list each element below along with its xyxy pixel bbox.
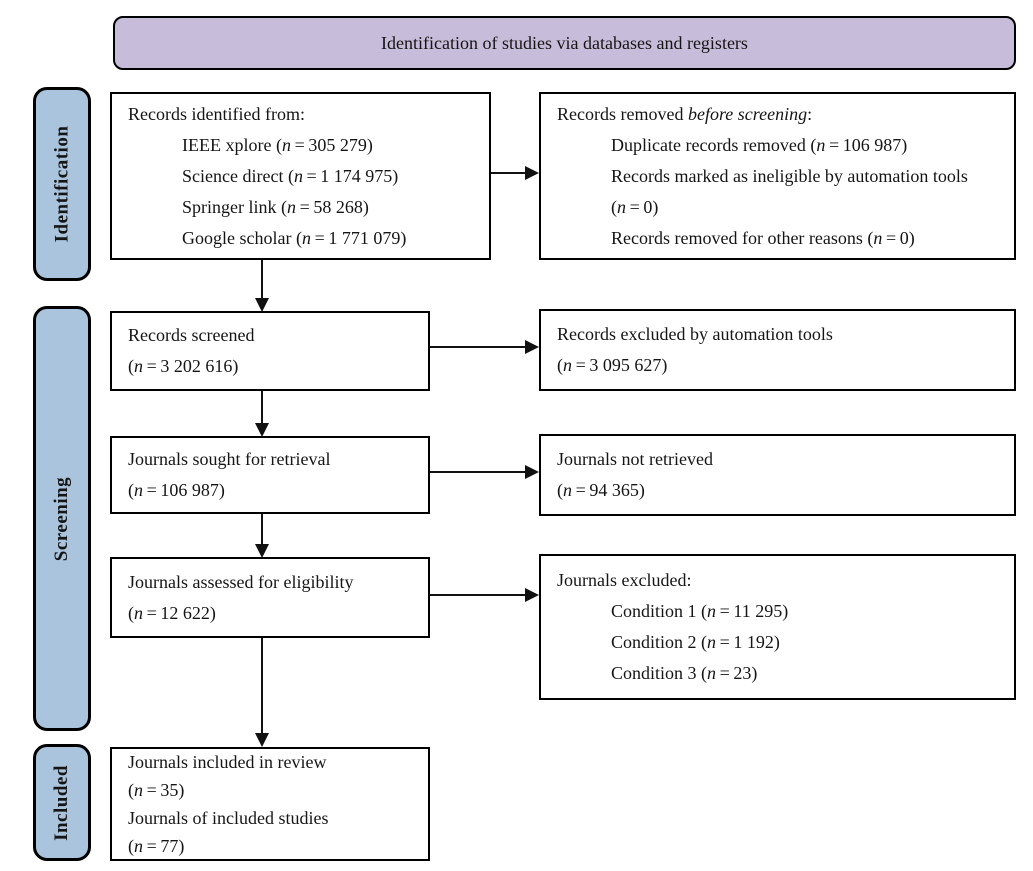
box-journals-sought-for-retrieval: Journals sought for retrieval(n = 106 98… xyxy=(110,436,430,514)
stage-label-screening: Screening xyxy=(33,306,91,731)
stage-label-included-text: Included xyxy=(51,764,72,841)
box-records-excluded-by-automation: Records excluded by automation tools(n =… xyxy=(539,309,1016,391)
box-journals-included: Journals included in review(n = 35)Journ… xyxy=(110,747,430,861)
box-records-screened: Records screened(n = 3 202 616) xyxy=(110,311,430,391)
stage-label-identification: Identification xyxy=(33,87,91,281)
box-journals-assessed-for-eligibility: Journals assessed for eligibility(n = 12… xyxy=(110,557,430,638)
title-banner: Identification of studies via databases … xyxy=(113,16,1016,70)
box-journals-excluded: Journals excluded:Condition 1 (n = 11 29… xyxy=(539,554,1016,700)
stage-label-screening-text: Screening xyxy=(51,476,72,561)
stage-label-identification-text: Identification xyxy=(51,125,72,243)
stage-label-included: Included xyxy=(33,744,91,861)
box-journals-not-retrieved: Journals not retrieved(n = 94 365) xyxy=(539,434,1016,516)
title-banner-label: Identification of studies via databases … xyxy=(381,32,748,53)
box-records-removed-before-screening: Records removed before screening:Duplica… xyxy=(539,92,1016,260)
box-records-identified: Records identified from:IEEE xplore (n =… xyxy=(110,92,491,260)
